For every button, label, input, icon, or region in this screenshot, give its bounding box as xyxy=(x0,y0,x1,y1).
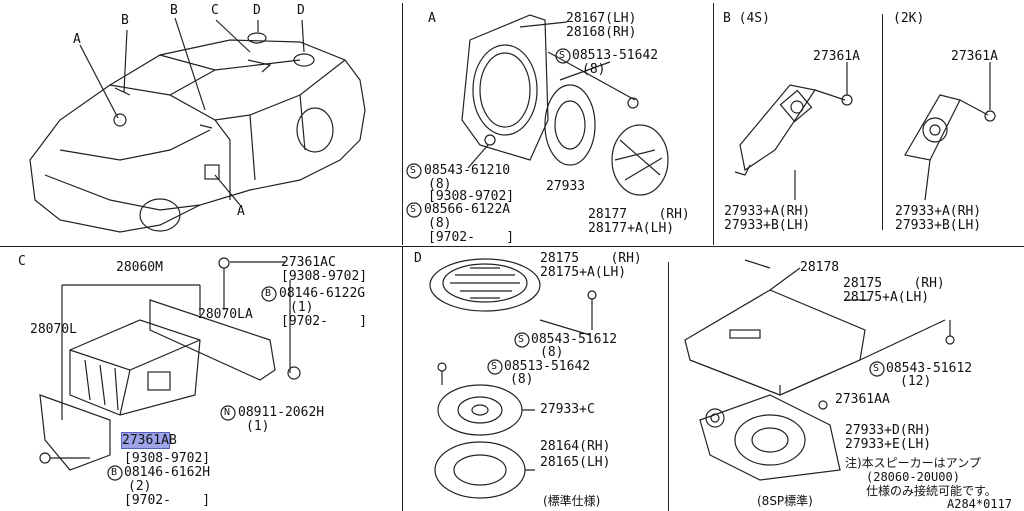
part-number[interactable]: 27933+E(LH) xyxy=(845,437,932,452)
symbol-n: N xyxy=(224,407,231,418)
part-number[interactable]: 08513-51642 xyxy=(572,48,659,63)
part-number[interactable]: 27361AC xyxy=(281,255,336,270)
part-number[interactable]: 28177 (RH) xyxy=(588,207,690,222)
diagram-reference: A284*0117 xyxy=(947,497,1013,511)
quantity: (8) xyxy=(540,345,564,360)
car-callout-b: B xyxy=(170,3,178,18)
part-number[interactable]: 08146-6162H xyxy=(124,465,211,480)
part-number[interactable]: 28175 (RH) xyxy=(843,276,945,291)
panel-b-illustration xyxy=(734,62,996,201)
part-number[interactable]: 27361AA xyxy=(835,392,890,407)
part-number[interactable]: 28175 (RH) xyxy=(540,251,642,266)
car-callout-a: A xyxy=(237,204,245,219)
part-number[interactable]: 08543-51612 xyxy=(531,332,618,347)
compatibility-note: 注)本スピーカーはアンプ xyxy=(845,456,981,470)
symbol-s: S xyxy=(873,363,880,374)
quantity: (2) xyxy=(128,479,152,494)
part-number[interactable]: 08513-51642 xyxy=(504,359,591,374)
car-callout-d: D xyxy=(253,3,261,18)
panel-a-illustration xyxy=(461,14,669,196)
part-number[interactable]: 28177+A(LH) xyxy=(588,221,675,236)
quantity: (8) xyxy=(582,62,606,77)
symbol-b: B xyxy=(265,288,272,299)
part-number[interactable]: 08543-61210 xyxy=(424,163,511,178)
compatibility-note: 仕様のみ接続可能です。 xyxy=(866,484,997,498)
part-number[interactable]: 28178 xyxy=(800,260,840,275)
symbol-s: S xyxy=(410,165,417,176)
divider-vertical-top-2 xyxy=(713,3,714,245)
symbol-s: S xyxy=(491,361,498,372)
divider-vertical-b-inner xyxy=(882,14,883,230)
symbol-b: B xyxy=(111,467,118,478)
divider-vertical-top-1 xyxy=(402,3,403,245)
part-number[interactable]: 08146-6122G xyxy=(279,286,366,301)
part-number[interactable]: 28164(RH) xyxy=(540,439,611,454)
symbol-s: S xyxy=(518,334,525,345)
part-number[interactable]: 27933+B(LH) xyxy=(895,218,982,233)
date-range: [9308-9702] xyxy=(281,269,368,284)
quantity: (1) xyxy=(290,300,314,315)
part-number[interactable]: 28175+A(LH) xyxy=(540,265,627,280)
part-number[interactable]: 27933+A(RH) xyxy=(724,204,811,219)
panel-d-illustration xyxy=(429,258,597,499)
quantity: (8) xyxy=(428,177,452,192)
panel-b-subtitle: (2K) xyxy=(893,11,925,26)
part-number[interactable]: 08566-6122A xyxy=(424,202,511,217)
part-number[interactable]: 27933+C xyxy=(540,402,595,417)
car-callout-c: C xyxy=(211,3,219,18)
part-number[interactable]: 27933+B(LH) xyxy=(724,218,811,233)
part-number[interactable]: 28060M xyxy=(116,260,163,275)
part-number[interactable]: 27933 xyxy=(546,179,586,194)
car-callout-a: A xyxy=(73,32,81,47)
part-number[interactable]: 28167(LH) xyxy=(566,11,637,26)
part-number[interactable]: 08911-2062H xyxy=(238,405,325,420)
part-number[interactable]: 28168(RH) xyxy=(566,25,637,40)
panel-c-title: C xyxy=(18,254,26,269)
quantity: (12) xyxy=(900,374,932,389)
symbol-s: S xyxy=(410,204,417,215)
part-number[interactable]: 27361A xyxy=(951,49,998,64)
compatibility-note: (28060-20U00) xyxy=(866,470,960,484)
divider-vertical-bottom-2 xyxy=(668,262,669,511)
panel-e-illustration xyxy=(684,259,955,481)
panel-b-title: B (4S) xyxy=(723,11,770,26)
date-range: [9702- ] xyxy=(281,314,368,329)
highlighted-part[interactable]: 27361A xyxy=(121,432,170,449)
part-number[interactable]: 08543-51612 xyxy=(886,361,973,376)
divider-horizontal xyxy=(0,246,1024,247)
quantity: (1) xyxy=(246,419,270,434)
variant-caption: (8SP標準) xyxy=(757,494,813,508)
car-illustration xyxy=(29,17,366,233)
symbol-s: S xyxy=(559,50,566,61)
part-number[interactable]: 28175+A(LH) xyxy=(843,290,930,305)
divider-vertical-bottom-1 xyxy=(402,247,403,511)
quantity: (8) xyxy=(428,216,452,231)
part-number[interactable]: 27933+D(RH) xyxy=(845,423,932,438)
part-suffix: B xyxy=(168,433,177,448)
panel-a-title: A xyxy=(428,11,436,26)
part-number[interactable]: 27933+A(RH) xyxy=(895,204,982,219)
date-range: [9308-9702] xyxy=(428,189,515,204)
variant-caption: (標準仕様) xyxy=(543,494,601,508)
panel-c-illustration xyxy=(39,257,301,471)
part-number[interactable]: 28070LA xyxy=(198,307,253,322)
date-range: [9702- ] xyxy=(124,493,211,508)
part-number[interactable]: 28070L xyxy=(30,322,77,337)
date-range: [9702- ] xyxy=(428,230,515,245)
car-callout-d: D xyxy=(297,3,305,18)
car-callout-b: B xyxy=(121,13,129,28)
date-range: [9308-9702] xyxy=(124,451,211,466)
part-number[interactable]: 28165(LH) xyxy=(540,455,611,470)
part-number-highlighted[interactable]: 27361AB xyxy=(121,432,177,449)
part-number[interactable]: 27361A xyxy=(813,49,860,64)
panel-d-title: D xyxy=(414,251,422,266)
quantity: (8) xyxy=(510,372,534,387)
